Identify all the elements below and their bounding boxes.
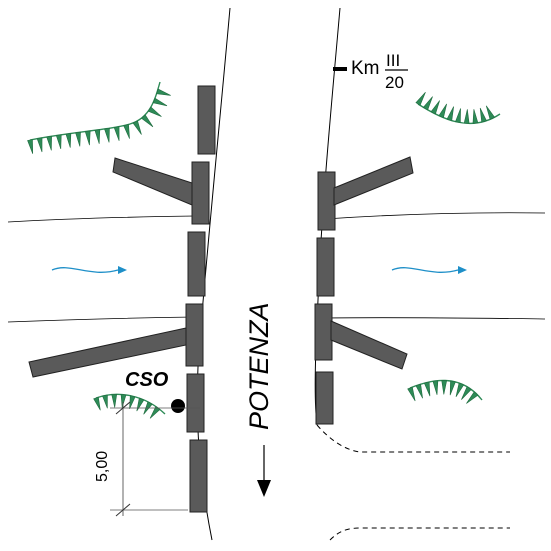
left-wall-segment [186,373,205,433]
dimension-line [110,401,200,517]
vegetation-tick [461,386,472,400]
vegetation-tick [65,133,72,148]
vegetation-tick [432,380,439,395]
vegetation-tick [113,126,120,141]
vegetation-tick [123,124,130,139]
vegetation-tick [422,96,433,111]
vegetation-tick [466,391,479,404]
vegetation-tick [407,386,416,402]
vegetation-tick [55,134,62,150]
dimension-value: 5,00 [94,451,111,482]
vegetation-hachure-top-left [27,81,171,154]
right-wing-wall-upper [333,156,414,206]
station-dot-icon [171,399,185,413]
left-wall-segment [191,161,210,225]
vegetation-tick [102,394,108,409]
vegetation-tick [46,135,52,151]
vegetation-hachure-top-right [415,91,501,125]
flow-arrow-icon [391,266,467,274]
flow-arrow-icon [51,266,127,274]
vegetation-tick [136,397,145,412]
left-wing-wall-upper [112,157,193,206]
right-wall-segment [314,303,333,361]
river-bank-upper-right [324,212,546,220]
vegetation-tick [441,380,448,395]
vegetation-tick [93,396,101,411]
km-marker-tick [333,67,347,71]
right-wall [314,156,414,425]
vegetation-tick [104,127,110,143]
vegetation-tick [446,106,454,122]
right-wing-wall-lower [330,320,408,370]
right-wall-segment [317,171,336,231]
vegetation-tick [472,109,479,124]
vegetation-tick [75,131,81,147]
vegetation-hachure-bottom-left [93,393,166,419]
vegetation-tick [438,103,447,119]
vegetation-tick [479,107,487,123]
vegetation-tick [455,382,465,397]
river-bank-lower-left [7,316,196,323]
vegetation-tick [415,383,423,399]
vegetation-hachure-bottom-right [407,379,483,404]
left-wall [28,85,216,513]
left-wall-segment [189,439,208,513]
vegetation-tick [27,139,34,154]
left-wing-wall-lower [28,327,187,378]
road-right-curve-lower [329,527,510,541]
right-wall-segment [316,237,335,297]
km-marker-bottom: 20 [385,73,404,92]
road-name: POTENZA [244,302,274,430]
vegetation-tick [152,97,168,107]
vegetation-tick [455,108,461,124]
vegetation-tick [485,105,496,120]
vegetation-tick [141,114,154,128]
vegetation-tick [415,91,426,106]
vegetation-tick [84,130,91,146]
vegetation-tick [129,395,136,409]
vegetation-tick [423,381,431,397]
direction-arrow-icon [257,445,271,497]
vegetation-tick [430,100,440,115]
km-marker-prefix: Km [351,58,380,79]
vegetation-tick [147,106,162,117]
vegetation-tick [449,380,456,396]
km-marker-top: III [386,51,400,70]
vegetation-tick [463,109,470,124]
left-wall-segment [185,303,204,367]
station-label: CSO [125,369,169,391]
right-wall-segment [315,371,334,425]
vegetation-tick [120,394,127,408]
vegetation-tick [36,137,43,153]
road-right-curve [316,424,510,453]
vegetation-tick [132,120,142,135]
vegetation-tick [94,129,101,144]
left-wall-segment [197,85,216,155]
vegetation-tick [156,88,171,96]
river-bank-upper-left [7,215,196,223]
vegetation-tick [111,393,118,408]
left-wall-segment [187,231,206,297]
river-bank-lower-right [324,317,546,320]
